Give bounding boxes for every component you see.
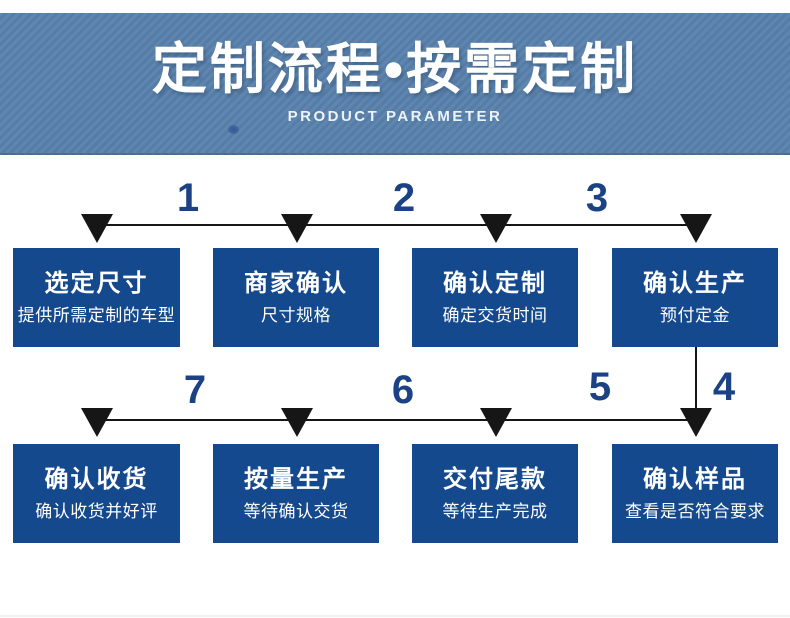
bottom-divider xyxy=(0,615,790,617)
step-box-confirm-sample: 确认样品 查看是否符合要求 xyxy=(612,444,778,543)
step-subtitle: 确认收货并好评 xyxy=(35,501,158,521)
step-subtitle: 尺寸规格 xyxy=(261,305,331,325)
arrow-down-icon xyxy=(680,214,712,243)
step-box-batch-production: 按量生产 等待确认交货 xyxy=(213,444,379,543)
step-title: 确认样品 xyxy=(643,465,747,493)
step-number-6: 6 xyxy=(391,368,415,412)
page-subtitle: PRODUCT PARAMETER xyxy=(287,108,503,125)
step-box-confirm-custom: 确认定制 确定交货时间 xyxy=(412,248,578,347)
connector-line-row2 xyxy=(96,419,697,421)
step-title: 交付尾款 xyxy=(443,465,547,493)
header-banner: 定制流程•按需定制 PRODUCT PARAMETER xyxy=(0,13,790,155)
arrow-down-icon xyxy=(480,214,512,243)
step-subtitle: 提供所需定制的车型 xyxy=(17,305,176,325)
arrow-down-icon xyxy=(281,408,313,437)
step-number-7: 7 xyxy=(183,368,207,412)
step-box-select-size: 选定尺寸 提供所需定制的车型 xyxy=(13,248,180,347)
step-number-5: 5 xyxy=(588,365,612,409)
step-title: 确认生产 xyxy=(643,269,747,297)
step-number-3: 3 xyxy=(585,176,609,220)
step-subtitle: 等待生产完成 xyxy=(442,501,548,521)
step-title: 确认定制 xyxy=(443,269,547,297)
step-box-confirm-production: 确认生产 预付定金 xyxy=(612,248,778,347)
step-subtitle: 等待确认交货 xyxy=(243,501,349,521)
connector-line-vertical xyxy=(695,346,697,421)
step-box-pay-balance: 交付尾款 等待生产完成 xyxy=(412,444,578,543)
arrow-down-icon xyxy=(81,408,113,437)
step-subtitle: 确定交货时间 xyxy=(442,305,548,325)
step-title: 选定尺寸 xyxy=(44,269,149,297)
step-box-confirm-receipt: 确认收货 确认收货并好评 xyxy=(13,444,180,543)
step-number-1: 1 xyxy=(176,176,200,220)
arrow-down-icon xyxy=(281,214,313,243)
step-number-2: 2 xyxy=(392,176,416,220)
step-number-4: 4 xyxy=(712,365,736,409)
connector-line-row1 xyxy=(96,224,697,226)
arrow-down-icon xyxy=(480,408,512,437)
page-title: 定制流程•按需定制 xyxy=(151,38,639,100)
step-title: 按量生产 xyxy=(244,465,348,493)
step-title: 确认收货 xyxy=(44,465,149,493)
step-title: 商家确认 xyxy=(244,269,348,297)
arrow-down-icon xyxy=(81,214,113,243)
step-box-seller-confirm: 商家确认 尺寸规格 xyxy=(213,248,379,347)
arrow-down-icon xyxy=(680,408,712,437)
step-subtitle: 预付定金 xyxy=(660,305,730,325)
step-subtitle: 查看是否符合要求 xyxy=(625,501,765,521)
decorative-dot xyxy=(228,125,239,134)
